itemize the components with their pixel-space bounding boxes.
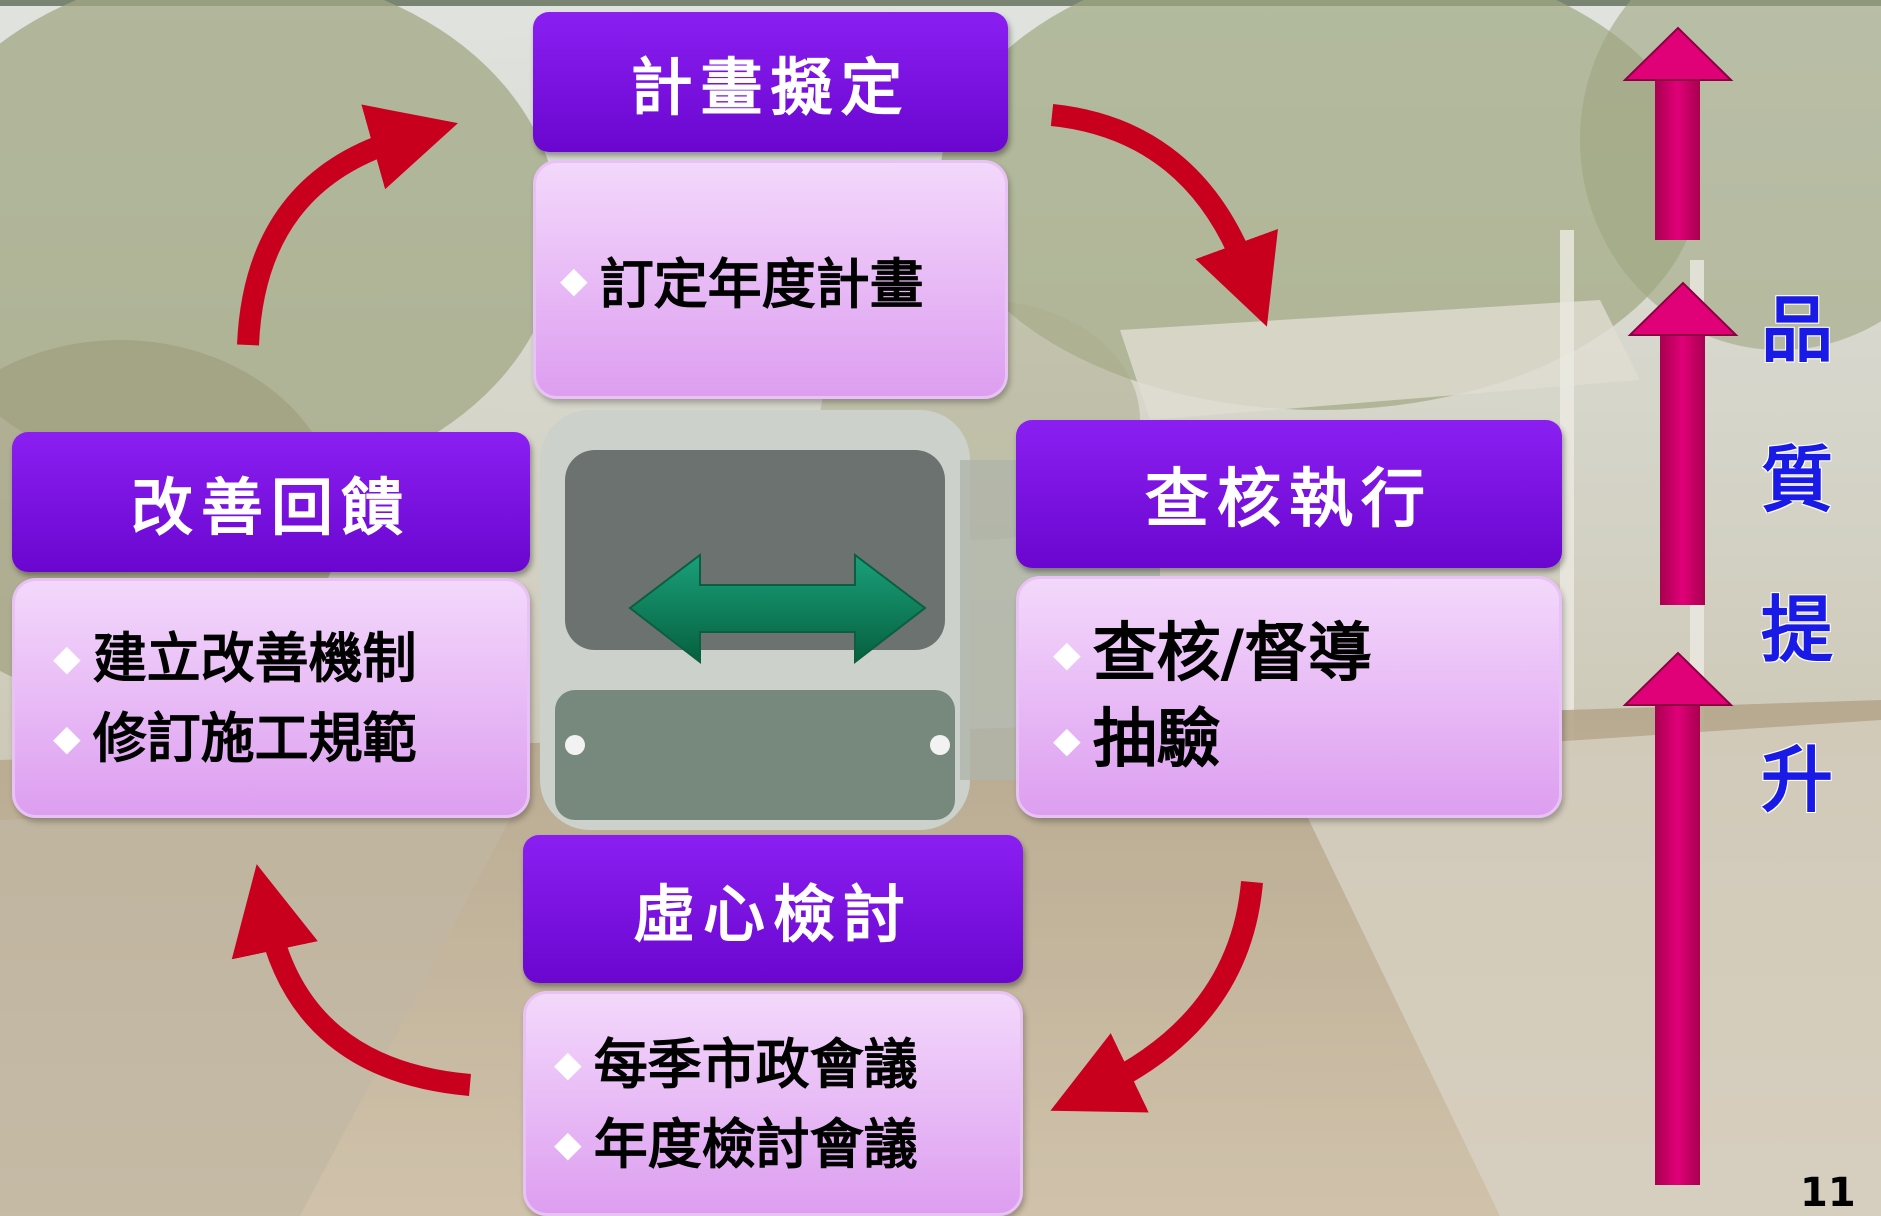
double-arrow-icon <box>628 552 927 665</box>
review-body: ◆ 每季市政會議 ◆ 年度檢討會議 <box>523 991 1023 1216</box>
quality-improvement-label: 品 質 提 升 <box>1752 255 1842 855</box>
list-item: ◆ 訂定年度計畫 <box>560 240 1005 319</box>
review-item-text: 年度檢討會議 <box>593 1111 918 1176</box>
feedback-title: 改善回饋 <box>12 432 530 572</box>
plan-block: 計畫擬定 ◆ 訂定年度計畫 <box>533 12 1008 399</box>
bullet-diamond-icon: ◆ <box>1053 719 1081 761</box>
bullet-diamond-icon: ◆ <box>554 1042 582 1085</box>
audit-item-text: 查核/督導 <box>1092 616 1373 691</box>
quality-arrow-bottom <box>1622 651 1734 1185</box>
audit-item-text: 抽驗 <box>1092 702 1221 777</box>
bullet-diamond-icon: ◆ <box>53 717 81 759</box>
bullet-diamond-icon: ◆ <box>554 1122 582 1165</box>
quality-char: 質 <box>1760 437 1833 522</box>
plan-title: 計畫擬定 <box>533 12 1008 152</box>
review-title: 虛心檢討 <box>523 835 1023 983</box>
arrow-audit-to-review <box>1050 881 1263 1113</box>
audit-block: 查核執行 ◆ 查核/督導 ◆ 抽驗 <box>1016 420 1562 818</box>
arrow-review-to-feedback <box>231 864 471 1096</box>
review-block: 虛心檢討 ◆ 每季市政會議 ◆ 年度檢討會議 <box>523 835 1023 1216</box>
quality-arrow-middle <box>1627 281 1739 605</box>
audit-body: ◆ 查核/督導 ◆ 抽驗 <box>1016 576 1562 818</box>
bullet-diamond-icon: ◆ <box>1053 633 1081 675</box>
arrow-plan-to-audit <box>1050 104 1278 327</box>
feedback-block: 改善回饋 ◆ 建立改善機制 ◆ 修訂施工規範 <box>12 432 530 818</box>
review-item-text: 每季市政會議 <box>593 1031 918 1096</box>
audit-title: 查核執行 <box>1016 420 1562 568</box>
list-item: ◆ 建立改善機制 <box>53 618 527 698</box>
quality-arrow-top <box>1622 26 1734 240</box>
list-item: ◆ 年度檢討會議 <box>554 1104 1020 1184</box>
bullet-diamond-icon: ◆ <box>560 258 588 301</box>
plan-item-text: 訂定年度計畫 <box>599 252 924 316</box>
list-item: ◆ 修訂施工規範 <box>53 698 527 778</box>
list-item: ◆ 查核/督導 <box>1053 611 1559 697</box>
feedback-body: ◆ 建立改善機制 ◆ 修訂施工規範 <box>12 578 530 818</box>
quality-char: 品 <box>1760 287 1833 372</box>
quality-char: 提 <box>1760 587 1833 672</box>
arrow-feedback-to-plan <box>237 104 458 346</box>
page-number: 11 <box>1800 1170 1856 1216</box>
feedback-item-text: 建立改善機制 <box>92 626 417 690</box>
quality-char: 升 <box>1760 737 1833 822</box>
feedback-item-text: 修訂施工規範 <box>92 706 417 770</box>
list-item: ◆ 每季市政會議 <box>554 1024 1020 1104</box>
list-item: ◆ 抽驗 <box>1053 697 1559 783</box>
plan-body: ◆ 訂定年度計畫 <box>533 160 1008 399</box>
bullet-diamond-icon: ◆ <box>53 637 81 679</box>
